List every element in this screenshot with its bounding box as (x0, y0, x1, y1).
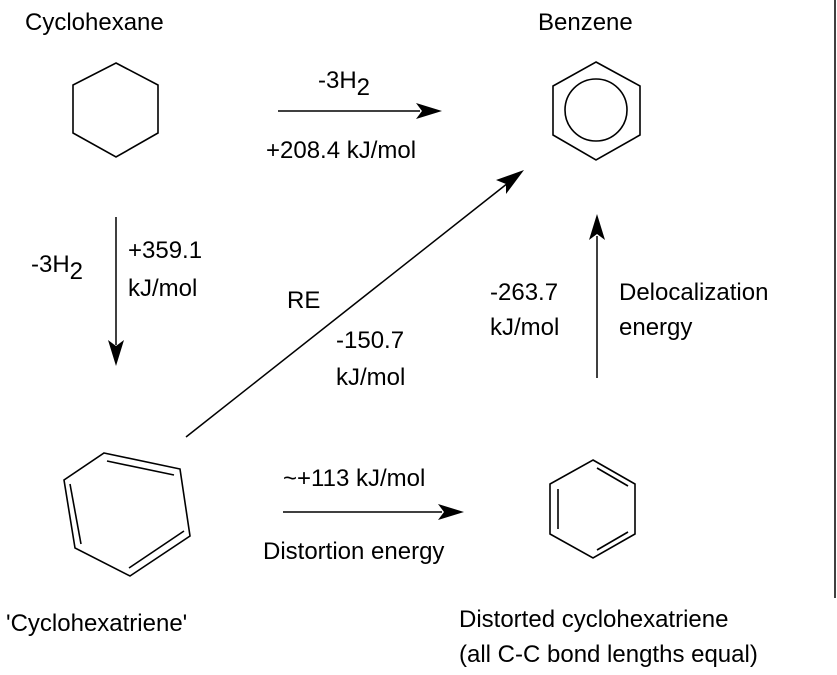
diagonal-arrow (185, 170, 524, 438)
right-energy-value: -263.7 (490, 279, 558, 306)
top-arrow (278, 103, 442, 119)
left-reagent: -3H2 (31, 251, 83, 285)
bottom-arrow (283, 504, 464, 520)
top-energy: +208.4 kJ/mol (266, 137, 416, 164)
top-reagent: -3H2 (318, 67, 370, 101)
left-energy-value: +359.1 (128, 237, 202, 264)
resonance-energy-label: RE (287, 287, 320, 314)
benzene-structure (552, 61, 641, 161)
distorted-cyclohexatriene-structure (549, 459, 636, 559)
delocalization-label-line1: Delocalization (619, 279, 768, 306)
diagonal-energy-unit: kJ/mol (336, 364, 405, 391)
cyclohexane-label: Cyclohexane (25, 9, 164, 36)
cyclohexatriene-label: 'Cyclohexatriene' (6, 610, 187, 637)
left-arrow (108, 217, 124, 366)
right-energy-unit: kJ/mol (490, 314, 559, 341)
delocalization-label-line2: energy (619, 314, 692, 341)
distorted-label-line2: (all C-C bond lengths equal) (459, 641, 758, 668)
left-energy-unit: kJ/mol (128, 275, 197, 302)
right-arrow (589, 214, 605, 378)
cyclohexane-structure (72, 62, 159, 158)
distorted-label-line1: Distorted cyclohexatriene (459, 606, 728, 633)
diagonal-energy-value: -150.7 (336, 327, 404, 354)
bottom-energy: ~+113 kJ/mol (283, 465, 425, 492)
cyclohexatriene-structure (63, 452, 191, 577)
distortion-energy-label: Distortion energy (263, 538, 444, 565)
benzene-label: Benzene (538, 9, 633, 36)
